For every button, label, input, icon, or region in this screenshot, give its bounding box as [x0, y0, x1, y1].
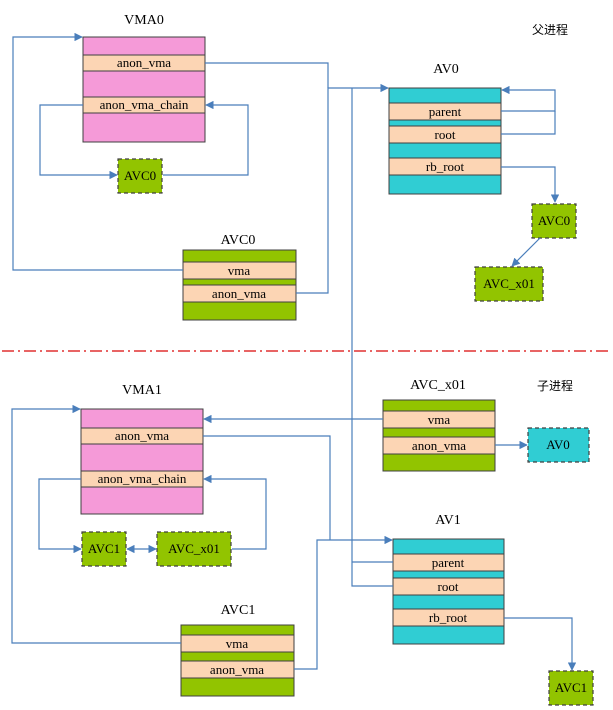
- vma1-box: anon_vma anon_vma_chain: [80, 408, 204, 515]
- svg-text:AVC_x01: AVC_x01: [483, 276, 535, 291]
- vma0-box: anon_vma anon_vma_chain: [82, 36, 206, 143]
- vma1-title: VMA1: [122, 383, 162, 398]
- parent-process-label: 父进程: [532, 22, 568, 37]
- avc0-vma-to-vma0-arrow: [12, 32, 183, 271]
- av0-title: AV0: [433, 62, 458, 77]
- avc1-title: AVC1: [221, 603, 256, 618]
- svg-text:AVC0: AVC0: [538, 213, 570, 228]
- avc0-anon-vma-to-av0-arrow: [296, 83, 389, 294]
- av0-parent-label: parent: [429, 104, 462, 119]
- avc-x01-to-vma1-chain-arrow: [203, 474, 267, 550]
- vma1-anon-vma-chain-label: anon_vma_chain: [98, 471, 187, 486]
- avc0-title: AVC0: [221, 233, 256, 248]
- vma0-anon-vma-to-av0-arrow: [205, 62, 329, 88]
- avc-x01-title: AVC_x01: [410, 378, 466, 393]
- avc0-to-avc-x01-arrow: [511, 237, 541, 267]
- av1-avc1-node: AVC1: [548, 670, 594, 706]
- avc1-anon-vma-label: anon_vma: [210, 662, 264, 677]
- av1-root-to-av0-line: [351, 560, 393, 587]
- vma1-avc1-node: AVC1: [81, 531, 127, 567]
- av0-avc-x01-node: AVC_x01: [474, 266, 544, 302]
- vma1-chain-to-avc1-arrow: [38, 478, 82, 554]
- av0-rb-root-to-avc0-arrow: [501, 166, 560, 203]
- av0-root-self-arrow: [501, 111, 556, 135]
- avc1-vma-to-vma1-arrow: [11, 404, 181, 644]
- vma0-title: VMA0: [124, 13, 164, 28]
- avc-x01-anon-vma-label: anon_vma: [412, 438, 466, 453]
- svg-text:AV0: AV0: [546, 437, 570, 452]
- avc1-anon-vma-to-av1-arrow: [294, 535, 393, 670]
- av0-rb-root-label: rb_root: [426, 159, 465, 174]
- avc0-vma-label: vma: [228, 263, 251, 278]
- svg-text:AVC0: AVC0: [124, 168, 156, 183]
- av1-rb-root-to-avc1-arrow: [504, 617, 577, 671]
- av0-root-label: root: [435, 127, 456, 142]
- avc1-vma-label: vma: [226, 636, 249, 651]
- av1-rb-root-label: rb_root: [429, 610, 468, 625]
- svg-text:AVC_x01: AVC_x01: [168, 541, 220, 556]
- av0-parent-self-arrow: [501, 85, 556, 112]
- av1-title: AV1: [435, 513, 460, 528]
- avc0-box: vma anon_vma: [182, 249, 297, 321]
- vma0-anon-vma-label: anon_vma: [117, 55, 171, 70]
- child-process-label: 子进程: [537, 378, 573, 393]
- vma1-avc-x01-node: AVC_x01: [156, 531, 232, 567]
- av0-box: parent root rb_root: [388, 87, 502, 195]
- avc0-anon-vma-label: anon_vma: [212, 286, 266, 301]
- svg-text:AVC1: AVC1: [555, 680, 587, 695]
- vma0-anon-vma-chain-label: anon_vma_chain: [100, 97, 189, 112]
- avc0-to-vma0-chain-arrow: [163, 100, 249, 176]
- vma1-anon-vma-label: anon_vma: [115, 428, 169, 443]
- av0-avc0-node: AVC0: [531, 203, 577, 239]
- av1-parent-label: parent: [432, 555, 465, 570]
- vma0-avc0-node: AVC0: [117, 158, 163, 194]
- svg-text:AVC1: AVC1: [88, 541, 120, 556]
- avc-x01-vma-label: vma: [428, 412, 451, 427]
- av1-box: parent root rb_root: [392, 538, 505, 645]
- avc-x01-box: vma anon_vma: [382, 399, 496, 472]
- vma1-anon-vma-to-av1-arrow: [203, 435, 331, 540]
- av1-root-label: root: [438, 579, 459, 594]
- avc-x01-av0-node: AV0: [527, 427, 590, 463]
- avc1-box: vma anon_vma: [180, 624, 295, 697]
- vma0-chain-to-avc0-arrow: [39, 104, 118, 180]
